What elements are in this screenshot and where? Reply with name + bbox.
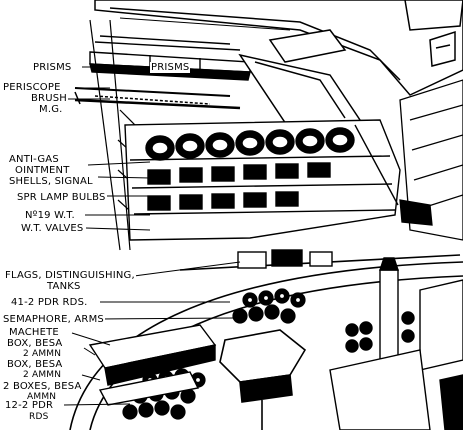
label-41-2pdr-rds: 41-2 PDR RDS. bbox=[10, 297, 89, 308]
label-box-besa-1: BOX, BESA bbox=[6, 338, 64, 349]
label-prisms-right: PRISMS bbox=[150, 62, 191, 73]
flags-rack bbox=[237, 249, 333, 269]
gunner-seat bbox=[219, 329, 307, 430]
label-2-boxes-besa: 2 BOXES, BESA bbox=[2, 381, 83, 392]
besa-boxes bbox=[88, 324, 217, 406]
ammunition-rack bbox=[124, 119, 401, 241]
label-ammn-2: 2 AMMN bbox=[22, 370, 63, 380]
label-brush: BRUSH bbox=[30, 93, 68, 104]
label-anti-gas: ANTI-GAS bbox=[8, 154, 60, 165]
label-wt-valves: W.T. VALVES bbox=[20, 223, 85, 234]
label-tanks: TANKS bbox=[46, 281, 82, 292]
label-ammn-1: 2 AMMN bbox=[22, 349, 63, 359]
label-periscope: PERISCOPE bbox=[2, 82, 62, 93]
label-spare-lamp-bulbs: SPR LAMP BULBS bbox=[16, 192, 107, 203]
label-semaphore-arms: SEMAPHORE, ARMS bbox=[2, 314, 105, 325]
label-prisms-left: PRISMS bbox=[32, 62, 73, 73]
label-ammn-3: AMMN bbox=[26, 392, 58, 402]
label-shells-signal: SHELLS, SIGNAL bbox=[8, 176, 94, 187]
label-box-besa-2: BOX, BESA bbox=[6, 359, 64, 370]
leader-lines bbox=[62, 66, 241, 406]
label-no19-wt: Nº19 W.T. bbox=[24, 210, 76, 221]
prism-rack bbox=[89, 35, 251, 81]
floor-equipment-right bbox=[329, 257, 463, 430]
label-machete: MACHETE bbox=[8, 327, 60, 338]
label-flags-distinguishing: FLAGS, DISTINGUISHING, bbox=[4, 270, 136, 281]
hull-wall-right bbox=[399, 79, 463, 241]
label-12-2pdr: 12-2 PDR bbox=[4, 400, 55, 411]
turret-roof bbox=[94, 0, 463, 96]
label-mg: M.G. bbox=[38, 104, 64, 115]
label-ointment: OINTMENT bbox=[14, 165, 71, 176]
label-12-2pdr-rds: RDS bbox=[28, 412, 50, 422]
